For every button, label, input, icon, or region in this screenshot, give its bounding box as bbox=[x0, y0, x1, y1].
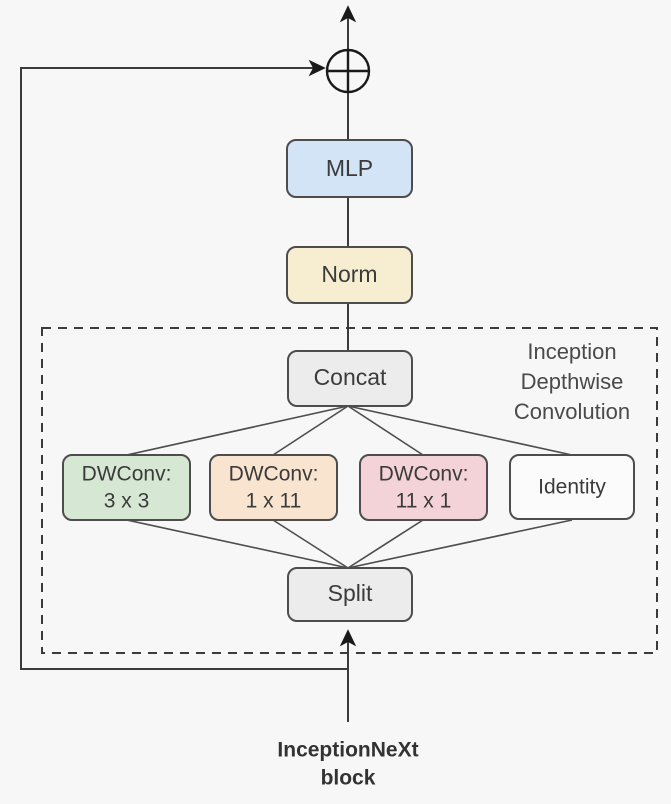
region-label-line-2: Depthwise bbox=[521, 369, 624, 394]
node-concat[interactable]: Concat bbox=[287, 350, 413, 407]
edge-dwconv-1x11-to-concat bbox=[272, 405, 349, 456]
node-mlp-label: MLP bbox=[326, 155, 373, 181]
region-label-inception-depthwise-convolution: Inception Depthwise Convolution bbox=[514, 339, 630, 424]
edge-split-to-dwconv-11x1 bbox=[347, 519, 424, 569]
region-label-line-1: Inception bbox=[527, 339, 616, 364]
edge-split-to-dwconv-1x11 bbox=[272, 519, 349, 569]
edge-skip-connection bbox=[20, 59, 348, 670]
node-concat-box[interactable] bbox=[287, 350, 413, 407]
node-dwconv-11x1-label-line-2: 11 x 1 bbox=[396, 490, 452, 513]
edge-identity-to-concat bbox=[347, 405, 573, 456]
node-mlp[interactable]: MLP bbox=[286, 139, 413, 198]
node-split-box[interactable] bbox=[287, 567, 413, 622]
diagram-caption: InceptionNeXt block bbox=[277, 739, 418, 790]
node-split[interactable]: Split bbox=[287, 567, 413, 622]
node-dwconv-1x11[interactable]: DWConv: 1 x 11 bbox=[209, 454, 338, 521]
edge-dwconv-11x1-to-concat bbox=[347, 405, 424, 456]
node-norm-box[interactable] bbox=[286, 246, 413, 304]
node-dwconv-1x11-label-line-1: DWConv: bbox=[229, 463, 319, 486]
node-dwconv-3x3-label-line-2: 3 x 3 bbox=[104, 490, 150, 513]
inception-depthwise-convolution-region bbox=[41, 327, 658, 654]
residual-add-node bbox=[325, 48, 371, 94]
node-dwconv-1x11-box[interactable] bbox=[209, 454, 338, 521]
node-norm[interactable]: Norm bbox=[286, 246, 413, 304]
edge-split-to-dwconv-3x3 bbox=[126, 519, 349, 569]
node-dwconv-3x3[interactable]: DWConv: 3 x 3 bbox=[62, 454, 191, 521]
node-dwconv-11x1-label-line-1: DWConv: bbox=[379, 463, 469, 486]
node-dwconv-1x11-label-line-2: 1 x 11 bbox=[246, 490, 302, 513]
edge-split-to-identity bbox=[347, 519, 573, 569]
node-dwconv-11x1-box[interactable] bbox=[359, 454, 488, 521]
node-dwconv-3x3-box[interactable] bbox=[62, 454, 191, 521]
edge-dwconv-3x3-to-concat bbox=[126, 405, 349, 456]
caption-line-1: InceptionNeXt bbox=[277, 739, 418, 762]
node-mlp-box[interactable] bbox=[286, 139, 413, 198]
node-split-label: Split bbox=[328, 580, 373, 606]
node-concat-label: Concat bbox=[314, 364, 387, 390]
node-dwconv-11x1[interactable]: DWConv: 11 x 1 bbox=[359, 454, 488, 521]
node-dwconv-3x3-label-line-1: DWConv: bbox=[82, 463, 172, 486]
node-identity-label: Identity bbox=[538, 476, 606, 499]
caption-line-2: block bbox=[321, 767, 376, 790]
region-label-line-3: Convolution bbox=[514, 399, 630, 424]
node-identity[interactable]: Identity bbox=[509, 454, 635, 520]
node-norm-label: Norm bbox=[321, 261, 377, 287]
node-identity-box[interactable] bbox=[509, 454, 635, 520]
